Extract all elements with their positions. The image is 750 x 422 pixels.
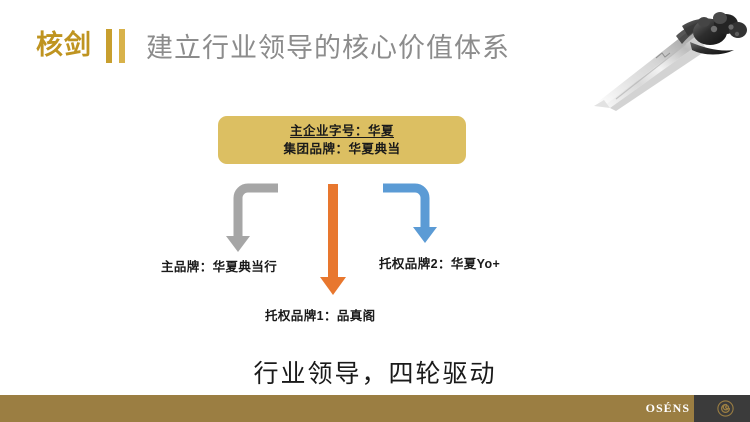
gray-elbow-arrow [226, 183, 278, 252]
orange-straight-arrow [320, 184, 346, 295]
divider-bar-1 [106, 29, 112, 63]
leaf-label-sub-brand-2: 托权品牌2：华夏Yo+ [379, 257, 501, 271]
root-box-line-1: 主企业字号：华夏 [289, 124, 394, 138]
title-divider-bars [104, 29, 130, 63]
slide-footer: OSÉNS [0, 395, 750, 422]
spiral-logo-icon [717, 400, 734, 417]
divider-bar-2 [119, 29, 125, 63]
root-entity-box: 主企业字号：华夏 集团品牌：华夏典当 [218, 116, 466, 164]
blue-elbow-arrow [383, 183, 437, 243]
page-title: 建立行业领导的核心价值体系 [146, 33, 510, 63]
leaf-label-sub-brand-1: 托权品牌1：品真阁 [265, 309, 376, 323]
root-box-line-2: 集团品牌：华夏典当 [283, 142, 401, 156]
slide-header: 核剑 建立行业领导的核心价值体系 [0, 0, 750, 92]
leaf-label-main-brand: 主品牌：华夏典当行 [161, 260, 278, 274]
footer-logo-text: OSÉNS [645, 401, 690, 415]
brand-mark: 核剑 [36, 30, 92, 60]
tagline: 行业领导，四轮驱动 [253, 360, 497, 388]
